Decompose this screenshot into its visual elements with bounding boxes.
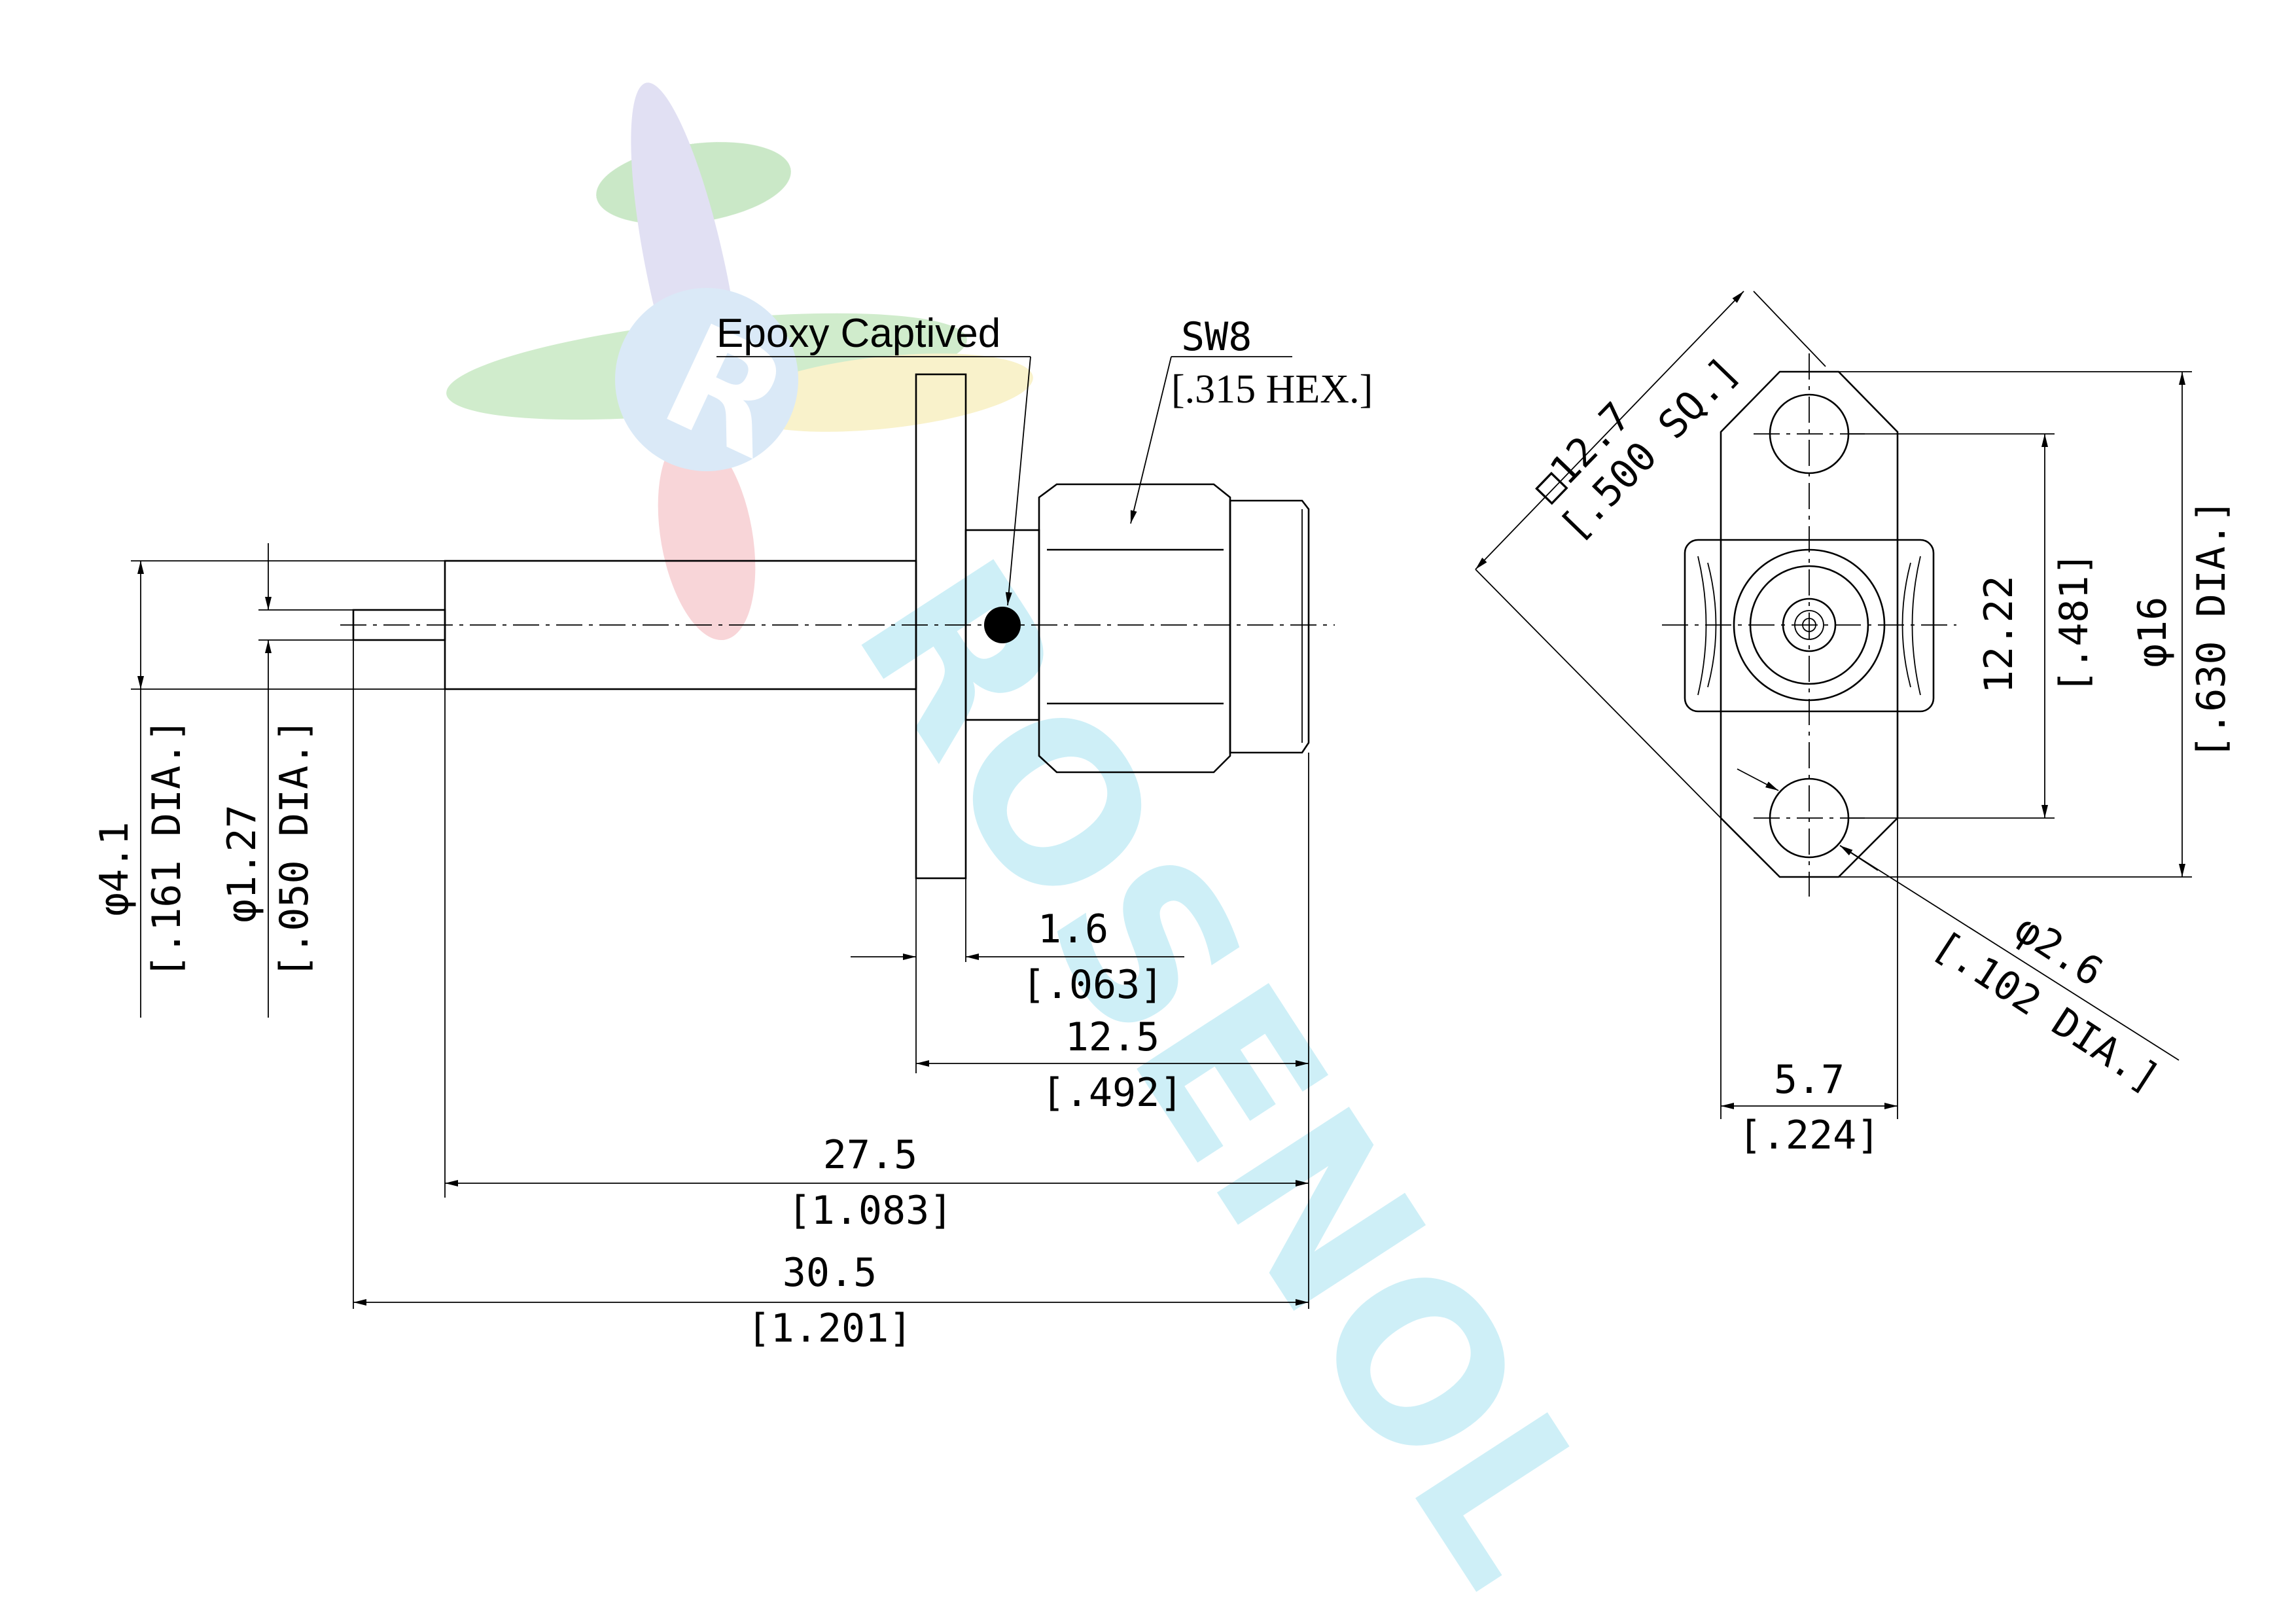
brand-logo-watermark: R bbox=[446, 82, 1033, 641]
epoxy-point-marker bbox=[984, 607, 1021, 643]
epoxy-callout-label: Epoxy Captived bbox=[716, 311, 1000, 356]
pin-diameter-inch: [.050 DIA.] bbox=[272, 719, 317, 978]
hex-size-label: SW8 bbox=[1181, 314, 1252, 360]
total-length-value: 30.5 bbox=[783, 1250, 877, 1296]
hole-spacing-inch: [.481] bbox=[2051, 552, 2097, 694]
body-length-inch: [1.083] bbox=[788, 1188, 953, 1234]
side-view: Epoxy Captived SW8 [.315 HEX.] 1.6 [.063… bbox=[92, 311, 1373, 1351]
hole-spacing-value: 12.22 bbox=[1976, 575, 2022, 694]
pin-diameter-value: φ1.27 bbox=[219, 804, 265, 923]
width-value: 5.7 bbox=[1774, 1057, 1845, 1103]
flange-diameter-value: φ16 bbox=[2130, 597, 2176, 668]
width-inch: [.224] bbox=[1739, 1113, 1881, 1158]
hex-size-inch-label: [.315 HEX.] bbox=[1171, 367, 1373, 412]
flange-thickness-value: 1.6 bbox=[1038, 906, 1108, 952]
front-length-inch: [.492] bbox=[1042, 1070, 1184, 1116]
total-length-inch: [1.201] bbox=[747, 1306, 913, 1351]
front-view: 12.22 [.481] φ16 [.630 DIA.] □12.7 [.500… bbox=[1475, 291, 2234, 1158]
flange-diameter-inch: [.630 DIA.] bbox=[2189, 499, 2234, 759]
brand-watermark-text: ROSENOL bbox=[808, 519, 1648, 1623]
front-length-value: 12.5 bbox=[1065, 1014, 1160, 1060]
body-diameter-value: φ4.1 bbox=[92, 822, 137, 917]
body-length-value: 27.5 bbox=[823, 1132, 918, 1178]
flange-thickness-inch: [.063] bbox=[1022, 962, 1164, 1008]
body-diameter-inch: [.161 DIA.] bbox=[144, 719, 190, 978]
